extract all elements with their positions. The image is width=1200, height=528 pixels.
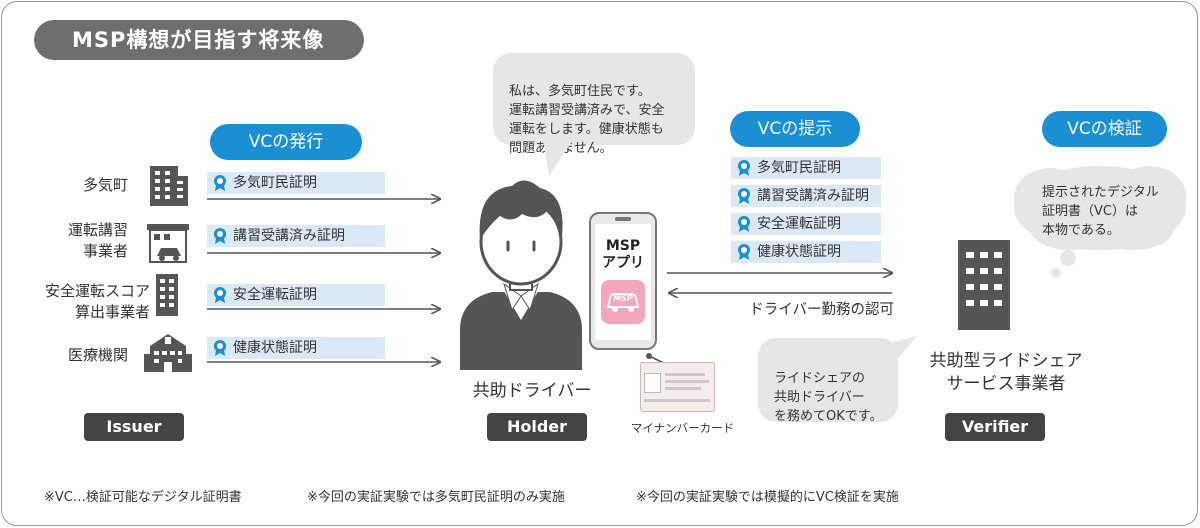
certificate-ribbon-icon <box>214 287 226 303</box>
vc-verify-label: VCの検証 <box>1042 111 1167 147</box>
phone-speaker <box>615 217 631 221</box>
verifier-thought-text: 提示されたデジタル 証明書（VC）は 本物である。 <box>1042 185 1159 238</box>
holder-speech-tail <box>543 140 573 176</box>
app-label: MSP アプリ <box>602 238 644 271</box>
card-label: マイナンバーカード <box>630 421 735 435</box>
issuer-cert-3: 安全運転証明 <box>207 284 385 306</box>
issuer-name-1: 多気町 <box>82 176 128 194</box>
phone-screen: MSP アプリ MSP <box>595 224 651 340</box>
issuer-cert-text-4: 健康状態証明 <box>233 340 317 356</box>
car-icon <box>606 293 640 312</box>
holder-speech-text: 私は、多気町住民です。 運転講習受講済みで、安全 運転をします。健康状態も 問題… <box>509 84 665 156</box>
card-line <box>644 399 710 402</box>
driver-person-icon <box>460 180 582 370</box>
role-holder: Holder <box>487 413 587 441</box>
certificate-ribbon-icon <box>738 244 750 260</box>
footnote-1: ※VC…検証可能なデジタル証明書 <box>44 490 242 505</box>
issuer-name-3: 安全運転スコア 算出事業者 <box>44 282 150 321</box>
thought-cloud <box>1014 166 1186 278</box>
vc-issue-label: VCの発行 <box>210 124 362 160</box>
driving-school-icon <box>147 224 189 263</box>
smartphone: MSP アプリ MSP <box>589 212 657 350</box>
footnote-3: ※今回の実証実験では模擬的にVC検証を実施 <box>636 490 899 505</box>
verifier-speech-tail <box>893 336 917 360</box>
card-line <box>665 380 709 383</box>
certificate-ribbon-icon <box>738 160 750 176</box>
vc-present-label: VCの提示 <box>730 111 860 147</box>
office-building-icon <box>156 274 178 316</box>
card-photo <box>644 373 661 393</box>
card-line <box>665 373 705 376</box>
presented-cert-text-3: 安全運転証明 <box>757 216 841 232</box>
role-verifier: Verifier <box>945 413 1045 441</box>
certificate-ribbon-icon <box>214 228 226 244</box>
presented-cert-2: 講習受講済み証明 <box>731 185 881 207</box>
my-number-card <box>640 362 715 412</box>
issuer-name-2: 運転講習 事業者 <box>67 221 128 260</box>
approval-label: ドライバー勤務の認可 <box>749 302 894 318</box>
presented-cert-text-4: 健康状態証明 <box>757 244 841 260</box>
presented-cert-1: 多気町民証明 <box>731 157 881 179</box>
holder-speech-bubble: 私は、多気町住民です。 運転講習受講済みで、安全 運転をします。健康状態も 問題… <box>493 53 695 156</box>
presented-cert-text-1: 多気町民証明 <box>757 160 841 176</box>
presented-cert-4: 健康状態証明 <box>731 241 881 263</box>
certificate-ribbon-icon <box>214 175 226 191</box>
footnote-2: ※今回の実証実験では多気町民証明のみ実施 <box>307 490 565 505</box>
presented-cert-3: 安全運転証明 <box>731 213 881 235</box>
verifier-building-icon <box>958 240 1010 330</box>
municipal-building-icon <box>150 166 188 206</box>
certificate-ribbon-icon <box>214 340 226 356</box>
issuer-cert-4: 健康状態証明 <box>207 337 385 359</box>
certificate-ribbon-icon <box>738 188 750 204</box>
verifier-speech-text: ライドシェアの 共助ドライバー を務めてOKです。 <box>774 371 883 424</box>
role-issuer: Issuer <box>84 413 184 441</box>
issuer-cert-text-1: 多気町民証明 <box>233 175 317 191</box>
issuer-cert-text-3: 安全運転証明 <box>233 287 317 303</box>
msp-app-icon[interactable]: MSP <box>601 280 645 324</box>
issuer-cert-1: 多気町民証明 <box>207 172 385 194</box>
issuer-cert-2: 講習受講済み証明 <box>207 225 385 247</box>
hospital-icon <box>144 334 192 372</box>
holder-name: 共助ドライバー <box>472 381 592 401</box>
page-title: MSP構想が目指す将来像 <box>34 20 364 60</box>
app-logo-text: MSP <box>613 294 633 303</box>
card-line <box>665 387 701 390</box>
verifier-name: 共助型ライドシェア サービス事業者 <box>929 351 1083 394</box>
certificate-ribbon-icon <box>738 216 750 232</box>
verifier-speech-bubble: ライドシェアの 共助ドライバー を務めてOKです。 <box>758 338 898 424</box>
presented-cert-text-2: 講習受講済み証明 <box>757 188 869 204</box>
issuer-name-4: 医療機関 <box>67 346 128 364</box>
issuer-cert-text-2: 講習受講済み証明 <box>233 228 345 244</box>
